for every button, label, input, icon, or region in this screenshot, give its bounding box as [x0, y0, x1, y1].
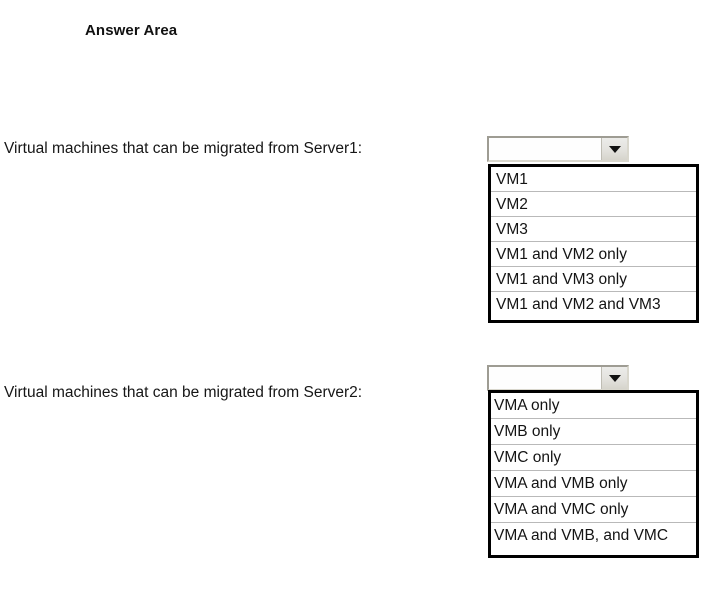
dropdown-server2[interactable] — [487, 365, 629, 391]
list-item[interactable]: VM1 and VM2 and VM3 — [491, 292, 696, 317]
list-item[interactable]: VM1 and VM3 only — [491, 267, 696, 292]
chevron-down-glyph — [608, 374, 621, 382]
list-item[interactable]: VMA only — [491, 393, 696, 419]
chevron-down-icon[interactable] — [601, 138, 627, 160]
dropdown-server1-value — [489, 138, 627, 160]
list-item[interactable]: VM3 — [491, 217, 696, 242]
list-item[interactable]: VM1 — [491, 167, 696, 192]
list-item[interactable]: VM2 — [491, 192, 696, 217]
list-item[interactable]: VMA and VMB only — [491, 471, 696, 497]
chevron-down-glyph — [608, 145, 621, 153]
list-item[interactable]: VMA and VMB, and VMC — [491, 523, 696, 549]
chevron-down-icon[interactable] — [601, 367, 627, 389]
page-title: Answer Area — [85, 22, 178, 39]
list-item[interactable]: VM1 and VM2 only — [491, 242, 696, 267]
dropdown-server2-options-list[interactable]: VMA only VMB only VMC only VMA and VMB o… — [488, 390, 699, 558]
dropdown-server1-options-list[interactable]: VM1 VM2 VM3 VM1 and VM2 only VM1 and VM3… — [488, 164, 699, 323]
list-item[interactable]: VMC only — [491, 445, 696, 471]
list-item[interactable]: VMB only — [491, 419, 696, 445]
dropdown-server2-value — [489, 367, 627, 389]
dropdown-server1[interactable] — [487, 136, 629, 162]
question-label-server1: Virtual machines that can be migrated fr… — [4, 140, 363, 157]
list-item[interactable]: VMA and VMC only — [491, 497, 696, 523]
question-label-server2: Virtual machines that can be migrated fr… — [4, 384, 363, 401]
